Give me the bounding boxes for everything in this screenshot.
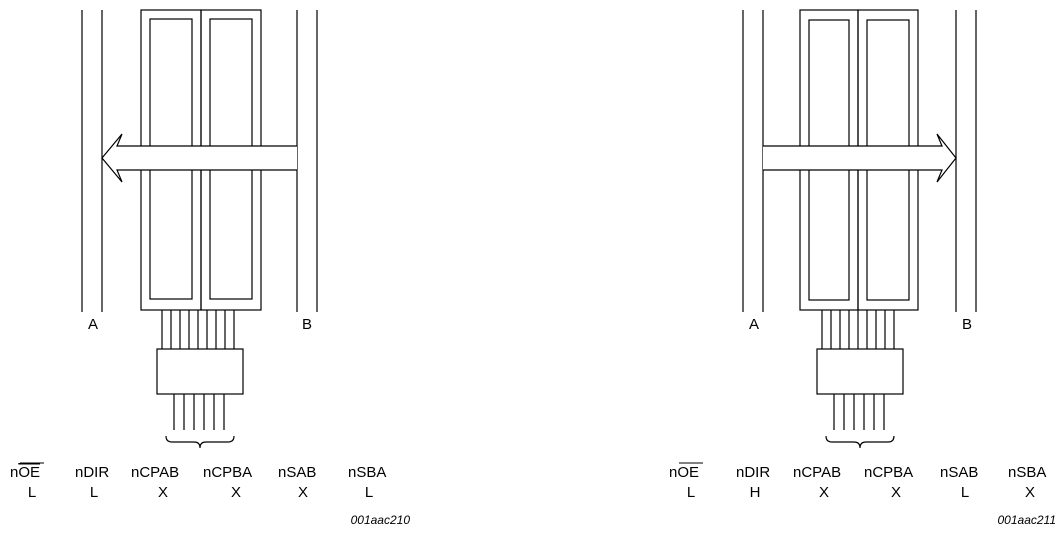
signal-state-ncpab: X <box>158 484 168 501</box>
signal-state-ndir: H <box>750 484 761 501</box>
signal-state-noe: L <box>687 484 695 501</box>
diagram-right <box>742 9 977 449</box>
signal-name-ncpba: nCPBA <box>203 464 252 481</box>
signal-state-ndir: L <box>90 484 98 501</box>
signal-table-right: nOE nDIR nCPAB nCPBA nSAB nSBA L H X X L… <box>669 462 1046 501</box>
signal-name-ncpab: nCPAB <box>131 464 179 481</box>
control-logic-box <box>816 348 904 395</box>
signal-name-noe: nOE <box>10 464 40 481</box>
signal-state-nsab: X <box>298 484 308 501</box>
signal-name-nsba: nSBA <box>1008 464 1046 481</box>
control-wires-lower <box>833 394 885 430</box>
control-logic-box <box>156 348 244 395</box>
signal-state-nsba: X <box>1025 484 1035 501</box>
signal-state-ncpba: X <box>231 484 241 501</box>
signal-name-ncpba: nCPBA <box>864 464 913 481</box>
signal-brace <box>165 435 235 449</box>
signal-state-nsba: L <box>365 484 373 501</box>
signal-name-nsab: nSAB <box>278 464 316 481</box>
control-wires-lower <box>173 394 225 430</box>
bus-b-label: B <box>302 316 312 333</box>
signal-state-ncpab: X <box>819 484 829 501</box>
signal-name-ndir: nDIR <box>75 464 109 481</box>
signal-name-noe: nOE <box>669 464 699 481</box>
signal-table-left: nOE nDIR nCPAB nCPBA nSAB nSBA L L X X X… <box>10 462 386 501</box>
signal-name-nsab: nSAB <box>940 464 978 481</box>
bus-a-label: A <box>88 316 98 333</box>
signal-name-nsba: nSBA <box>348 464 386 481</box>
figure-id: 001aac211 <box>998 513 1057 527</box>
signal-brace <box>825 435 895 449</box>
control-wires-upper <box>821 310 895 349</box>
bus-b-label: B <box>962 316 972 333</box>
figure-id: 001aac210 <box>351 513 411 527</box>
data-flow-arrow <box>763 133 957 183</box>
data-flow-arrow <box>101 133 297 183</box>
signal-state-ncpba: X <box>891 484 901 501</box>
signal-state-noe: L <box>28 484 36 501</box>
control-wires-upper <box>161 310 235 349</box>
bus-a-label: A <box>749 316 759 333</box>
diagram-left <box>81 9 318 449</box>
signal-name-ncpab: nCPAB <box>793 464 841 481</box>
signal-name-ndir: nDIR <box>736 464 770 481</box>
signal-state-nsab: L <box>961 484 969 501</box>
